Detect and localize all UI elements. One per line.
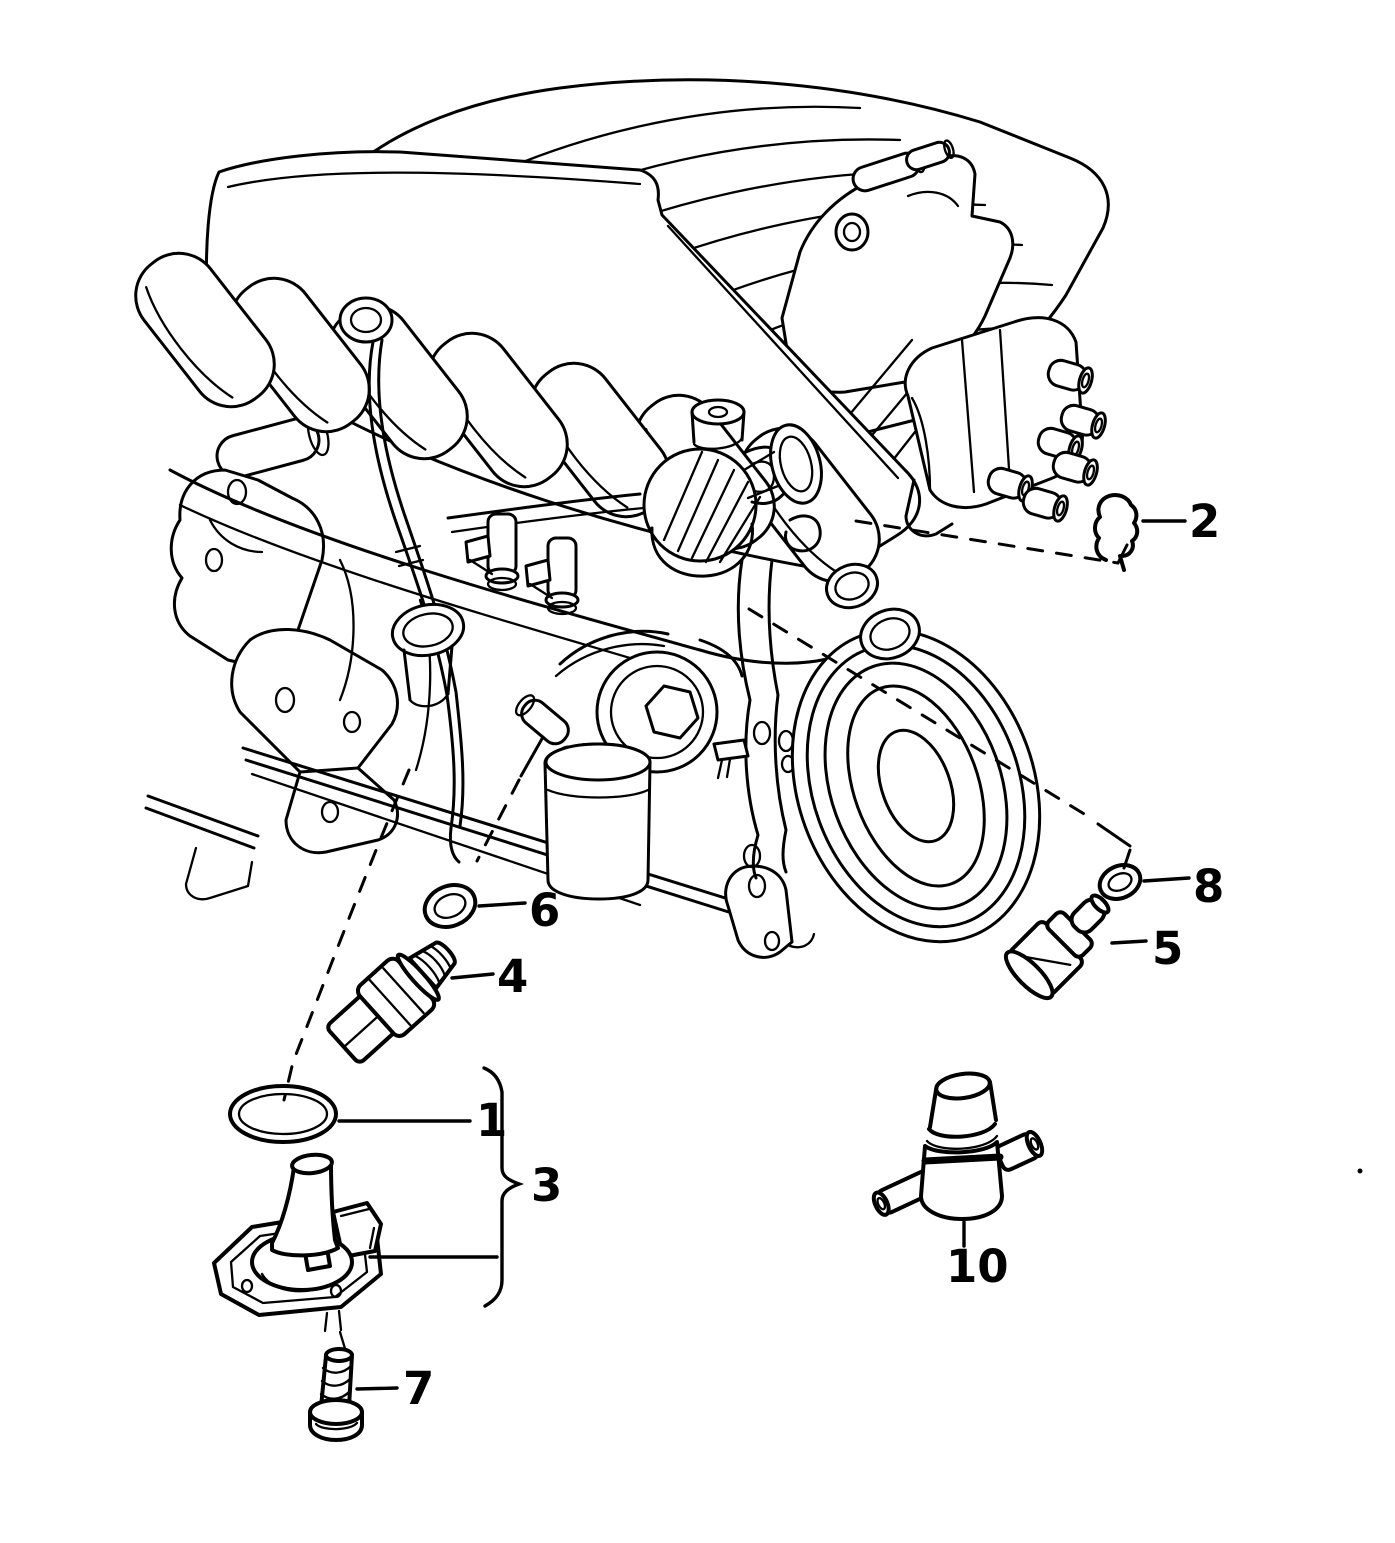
callout-3: 3	[212, 1066, 562, 1333]
part-3-oil-level-sensor	[212, 1152, 383, 1333]
callout-7: 7	[308, 1330, 434, 1442]
part-6-seal-washer	[422, 883, 478, 929]
callout-label-7: 7	[403, 1362, 434, 1415]
callout-label-3: 3	[531, 1159, 562, 1212]
ignition-coil-pack	[903, 316, 1107, 538]
part-2-retainer-clip	[1093, 493, 1140, 572]
fuel-rail	[446, 492, 646, 616]
callout-4: 4	[326, 940, 528, 1064]
engine-illustration	[134, 78, 1363, 1174]
callout-2: 2	[1093, 493, 1220, 572]
callout-8: 8	[1097, 860, 1224, 913]
bracket-3	[482, 1066, 524, 1308]
front-bracket-arm	[736, 558, 796, 880]
leader-line-7	[355, 1386, 399, 1391]
callout-label-2: 2	[1189, 495, 1220, 548]
stray-dot	[1357, 1168, 1363, 1174]
callout-label-4: 4	[497, 950, 528, 1003]
part-10-sensor-valve	[871, 1071, 1045, 1221]
part-8-o-ring	[1097, 863, 1143, 901]
seal-rings	[825, 562, 921, 661]
flanged-pipe	[390, 602, 466, 708]
callout-6: 6	[422, 883, 560, 937]
crankshaft-pulley	[790, 628, 1042, 944]
leader-line-8	[1142, 876, 1191, 883]
pressure-regulator	[642, 398, 823, 578]
part-1-o-ring	[228, 1084, 338, 1144]
leader-line-4	[450, 972, 495, 980]
coil-bracket-plate	[780, 139, 1015, 462]
part-7-bolt	[308, 1347, 364, 1442]
callout-label-6: 6	[529, 884, 560, 937]
callout-label-8: 8	[1193, 860, 1224, 913]
intake-runners	[134, 251, 881, 678]
pan-bolt	[712, 738, 750, 780]
callout-label-5: 5	[1152, 922, 1183, 975]
callout-5: 5	[1003, 893, 1183, 1001]
callout-10: 10	[871, 1071, 1045, 1293]
part-4-oil-pressure-switch	[326, 940, 457, 1064]
dipstick	[338, 296, 465, 864]
leader-line-5	[1110, 939, 1148, 945]
part-5-temperature-sensor	[1003, 893, 1111, 1001]
callout-label-10: 10	[946, 1240, 1009, 1293]
cylinder-block	[144, 412, 432, 901]
oil-filter-housing	[514, 629, 744, 901]
leader-line-6	[477, 901, 527, 908]
callout-1: 1	[228, 1084, 507, 1147]
